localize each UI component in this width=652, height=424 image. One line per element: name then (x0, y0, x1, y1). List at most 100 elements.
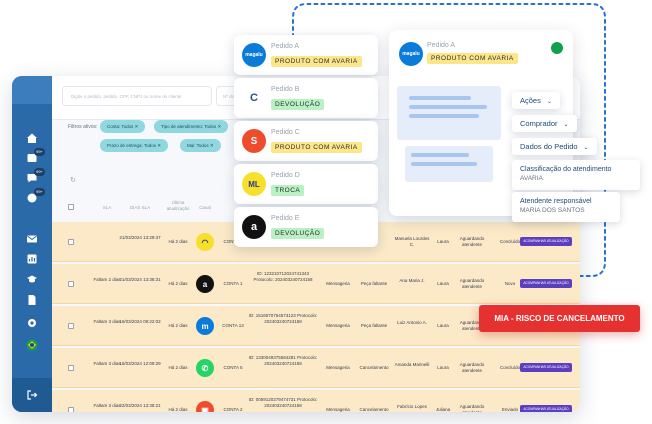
col-last-update: Última atualização (166, 200, 190, 211)
col-sla: SLA (102, 205, 112, 210)
cell-updated: Há 2 dias (168, 323, 188, 328)
cell-stage: Enviado (501, 407, 519, 412)
cell-date: 21/03/2024 13:29:37 (119, 235, 161, 240)
cell-type: Mensageria (326, 281, 350, 286)
brazil-flag-icon[interactable] (26, 339, 38, 351)
filter-chip-delivery[interactable]: Prazo de entrega: Todos ✕ (100, 139, 168, 152)
cell-stage: Concluído (499, 365, 521, 370)
row-checkbox[interactable] (68, 365, 74, 371)
sidebar-header (12, 76, 52, 104)
cell-status: Aguardando atendente (459, 236, 485, 247)
detail-title: Pedido A (427, 42, 456, 49)
detail-tag: PRODUTO COM AVARIA (427, 53, 518, 64)
order-tag: PRODUTO COM AVARIA (271, 142, 362, 153)
magalu-logo-icon: magalu (399, 42, 423, 66)
gear-icon[interactable] (26, 317, 38, 329)
inbox-icon[interactable] (26, 152, 38, 164)
shopee-logo-icon: ▣ (196, 401, 214, 412)
order-title: Pedido C (271, 129, 300, 136)
order-card[interactable]: ML Pedido D TROCA (234, 164, 378, 204)
order-card[interactable]: S Pedido C PRODUTO COM AVARIA (234, 121, 378, 161)
cell-id: ID: 1330049375584281 Protocolo: 20240324… (248, 355, 318, 366)
cell-stage: Concluído (499, 239, 521, 244)
chevron-down-icon: ⌄ (546, 99, 552, 105)
chevron-down-icon: ⌄ (583, 145, 589, 151)
cancellation-risk-badge[interactable]: MIA - RISCO DE CANCELAMENTO (479, 305, 640, 332)
cell-account: CONTA 1 (223, 239, 243, 244)
follow-update-button[interactable]: ACOMPANHAR ATUALIZAÇÃO (520, 279, 572, 288)
order-data-dropdown[interactable]: Dados do Pedido⌄ (512, 138, 597, 155)
logout-icon[interactable] (26, 389, 38, 401)
follow-update-button[interactable]: ACOMPANHAR ATUALIZAÇÃO (520, 405, 572, 412)
cell-client: Manuela Lourdes C. (394, 236, 430, 247)
shopee-logo-icon: S (242, 129, 266, 153)
chat-icon[interactable] (26, 172, 38, 184)
row-checkbox[interactable] (68, 407, 74, 412)
mercado-livre-logo-icon: ML (242, 172, 266, 196)
cell-account: CONTA 5 (223, 365, 243, 370)
magalu-logo-icon: magalu (242, 43, 266, 67)
cell-sla: Faltam 3 dias (93, 403, 121, 408)
cell-updated: Há 2 dias (168, 407, 188, 412)
document-icon[interactable] (26, 294, 38, 306)
filter-chip-mai[interactable]: Mai: Todos ✕ (180, 139, 221, 152)
order-tag: PRODUTO COM AVARIA (271, 56, 362, 67)
filter-chip-account[interactable]: Conta: Todos ✕ (100, 120, 146, 133)
cell-id: ID: 0059120279474731 Protocolo: 20240324… (248, 397, 318, 408)
actions-dropdown[interactable]: Ações ⌄ (512, 92, 560, 109)
cell-date: 16/03/2024 12:09:29 (119, 361, 161, 366)
cell-status: Aguardando atendente (459, 404, 485, 412)
order-title: Pedido D (271, 172, 300, 179)
cell-sla: Faltam 2 dias (93, 277, 121, 282)
chart-icon[interactable] (26, 253, 38, 265)
cell-status: Aguardando atendente (459, 320, 485, 331)
cell-account: CONTA 13 (222, 323, 244, 328)
cell-updated: Há 2 dias (168, 281, 188, 286)
mail-icon[interactable] (26, 233, 38, 245)
cell-updated: Há 2 dias (168, 239, 188, 244)
field-label: Classificação do atendimento (520, 166, 612, 173)
sidebar-footer (12, 378, 52, 412)
order-tag: TROCA (271, 185, 305, 196)
sidebar-badge: 99+ (34, 148, 45, 156)
cell-reason: Peça faltante (360, 281, 388, 286)
row-checkbox[interactable] (68, 323, 74, 329)
cell-type: Mensageria (326, 365, 350, 370)
cell-sla: Faltam 3 dias (93, 319, 121, 324)
select-all-checkbox[interactable] (68, 204, 74, 210)
cell-updated: Há 2 dias (168, 365, 188, 370)
cell-reason: Cancelamento (359, 365, 389, 370)
buyer-dropdown[interactable]: Comprador⌄ (512, 115, 577, 132)
home-icon[interactable] (26, 132, 38, 144)
order-tag: DEVOLUÇÃO (271, 99, 325, 110)
order-title: Pedido B (271, 86, 300, 93)
refresh-icon[interactable]: ↻ (70, 177, 76, 184)
message-icon[interactable] (26, 192, 38, 204)
cell-date: 16/03/2024 09:22:02 (119, 319, 161, 324)
filter-chip-service-type[interactable]: Tipo de atendimento: Todos ✕ (154, 120, 229, 133)
placeholder-line (409, 114, 479, 118)
cell-client: Ana Maria J. (399, 278, 425, 283)
order-card[interactable]: magalu Pedido A PRODUTO COM AVARIA (234, 35, 378, 75)
follow-update-button[interactable]: ACOMPANHAR ATUALIZAÇÃO (520, 363, 572, 372)
col-channel: Canal (199, 205, 211, 210)
cell-agent: Laura (437, 323, 449, 328)
cell-reason: Cancelamento (359, 407, 389, 412)
dropdown-label: Ações (520, 96, 541, 105)
row-checkbox[interactable] (68, 239, 74, 245)
cell-agent: Laura (437, 281, 449, 286)
graduation-icon[interactable] (26, 273, 38, 285)
field-value: MARIA DOS SANTOS (520, 207, 585, 214)
follow-update-button[interactable]: ACOMPANHAR ATUALIZAÇÃO (520, 237, 572, 246)
cell-client: Fabrício Lopes (397, 404, 427, 409)
amazon-logo-icon: a (196, 275, 214, 293)
search-input[interactable]: Digite o pedido, pedido, CPF, CNPJ ou no… (62, 86, 212, 106)
order-title: Pedido A (271, 43, 300, 50)
row-checkbox[interactable] (68, 281, 74, 287)
whatsapp-logo-icon: ✆ (196, 359, 214, 377)
